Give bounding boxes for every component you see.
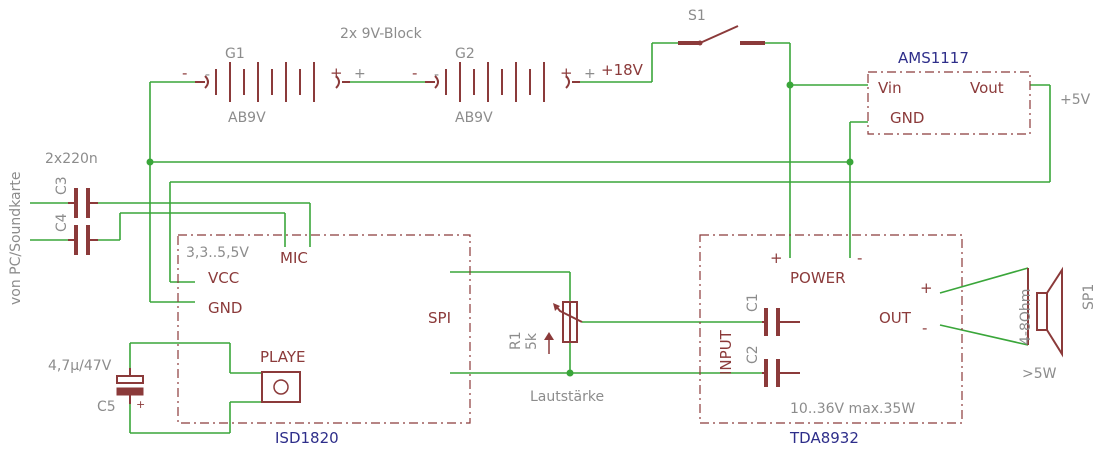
speaker-name: SP1	[1081, 284, 1097, 310]
g2-minus-label-2: -	[434, 67, 439, 83]
amp-out-plus: +	[920, 279, 933, 297]
g1-name: G1	[225, 46, 245, 62]
speaker-icon	[1036, 266, 1063, 358]
input-side-label: von PC/Soundkarte	[8, 172, 24, 306]
battery-g1: - + +	[182, 62, 366, 102]
switch-s1	[678, 25, 765, 46]
pot-name: R1	[508, 331, 524, 350]
amp-power-minus: -	[857, 249, 862, 267]
supply-voltage-label: +18V	[601, 61, 644, 79]
isd1820-box	[177, 234, 471, 424]
g1-type: AB9V	[228, 110, 266, 126]
speaker-power: >5W	[1022, 366, 1057, 382]
pot-direction-arrow-icon	[544, 332, 554, 354]
g2-minus-label: -	[412, 64, 417, 82]
g1-minus-label-2: -	[205, 67, 210, 83]
isd-mic: MIC	[280, 249, 308, 267]
junction-dot	[566, 369, 574, 377]
play-button-icon	[261, 371, 301, 403]
pot-caption: Lautstärke	[530, 389, 604, 405]
tda8932-box	[699, 234, 963, 424]
isd-spi: SPI	[428, 309, 451, 327]
amp-out: OUT	[879, 309, 912, 327]
wires	[30, 42, 1051, 434]
isd-vcc: VCC	[208, 269, 239, 287]
capacitor-c4	[68, 225, 98, 255]
isd-supply-range: 3,3..5,5V	[186, 245, 249, 261]
c4-label: C4	[54, 213, 70, 232]
g2-plus-label-2: +	[584, 66, 596, 82]
amp-rating: 10..36V max.35W	[790, 401, 915, 417]
c5-plus: +	[136, 398, 145, 411]
junction-dot	[146, 158, 154, 166]
regulator-vin: Vin	[878, 79, 902, 97]
amp-name: TDA8932	[789, 429, 859, 447]
c3-label: C3	[54, 176, 70, 195]
g2-plus-label: +	[560, 64, 573, 82]
pot-value: 5k	[524, 332, 540, 350]
c2-label: C2	[745, 345, 761, 364]
capacitor-c5	[116, 368, 144, 404]
amp-power-plus: +	[770, 249, 783, 267]
capacitor-c3	[68, 188, 98, 218]
amp-power: POWER	[790, 269, 846, 287]
regulator-output-label: +5V	[1060, 92, 1091, 108]
junction-dot	[846, 158, 854, 166]
g1-minus-label: -	[182, 64, 187, 82]
regulator-gnd: GND	[890, 109, 924, 127]
g2-name: G2	[455, 46, 475, 62]
regulator-vout: Vout	[970, 79, 1004, 97]
battery-g2: - + +	[412, 62, 596, 102]
g1-plus-label-2: +	[354, 66, 366, 82]
battery-pack-label: 2x 9V-Block	[340, 26, 423, 42]
c5-name: C5	[97, 399, 116, 415]
c1-label: C1	[745, 293, 761, 312]
switch-name: S1	[688, 8, 706, 24]
capacitor-c1	[762, 308, 800, 336]
g2-type: AB9V	[455, 110, 493, 126]
input-cap-value: 2x220n	[45, 151, 98, 167]
potentiometer-r1	[553, 301, 583, 343]
regulator-box	[867, 71, 1031, 135]
regulator-name: AMS1117	[898, 49, 969, 67]
junctions	[146, 81, 854, 377]
isd-play: PLAYE	[260, 348, 305, 366]
g1-plus-label: +	[330, 64, 343, 82]
amp-out-minus: -	[922, 319, 927, 337]
isd-gnd: GND	[208, 299, 242, 317]
c5-value: 4,7µ/47V	[48, 358, 112, 374]
speaker-impedance: 4-8Ohm	[1018, 289, 1034, 345]
junction-dot	[786, 81, 794, 89]
isd-name: ISD1820	[275, 429, 339, 447]
capacitor-c2	[762, 359, 800, 387]
amp-input: INPUT	[717, 329, 735, 375]
